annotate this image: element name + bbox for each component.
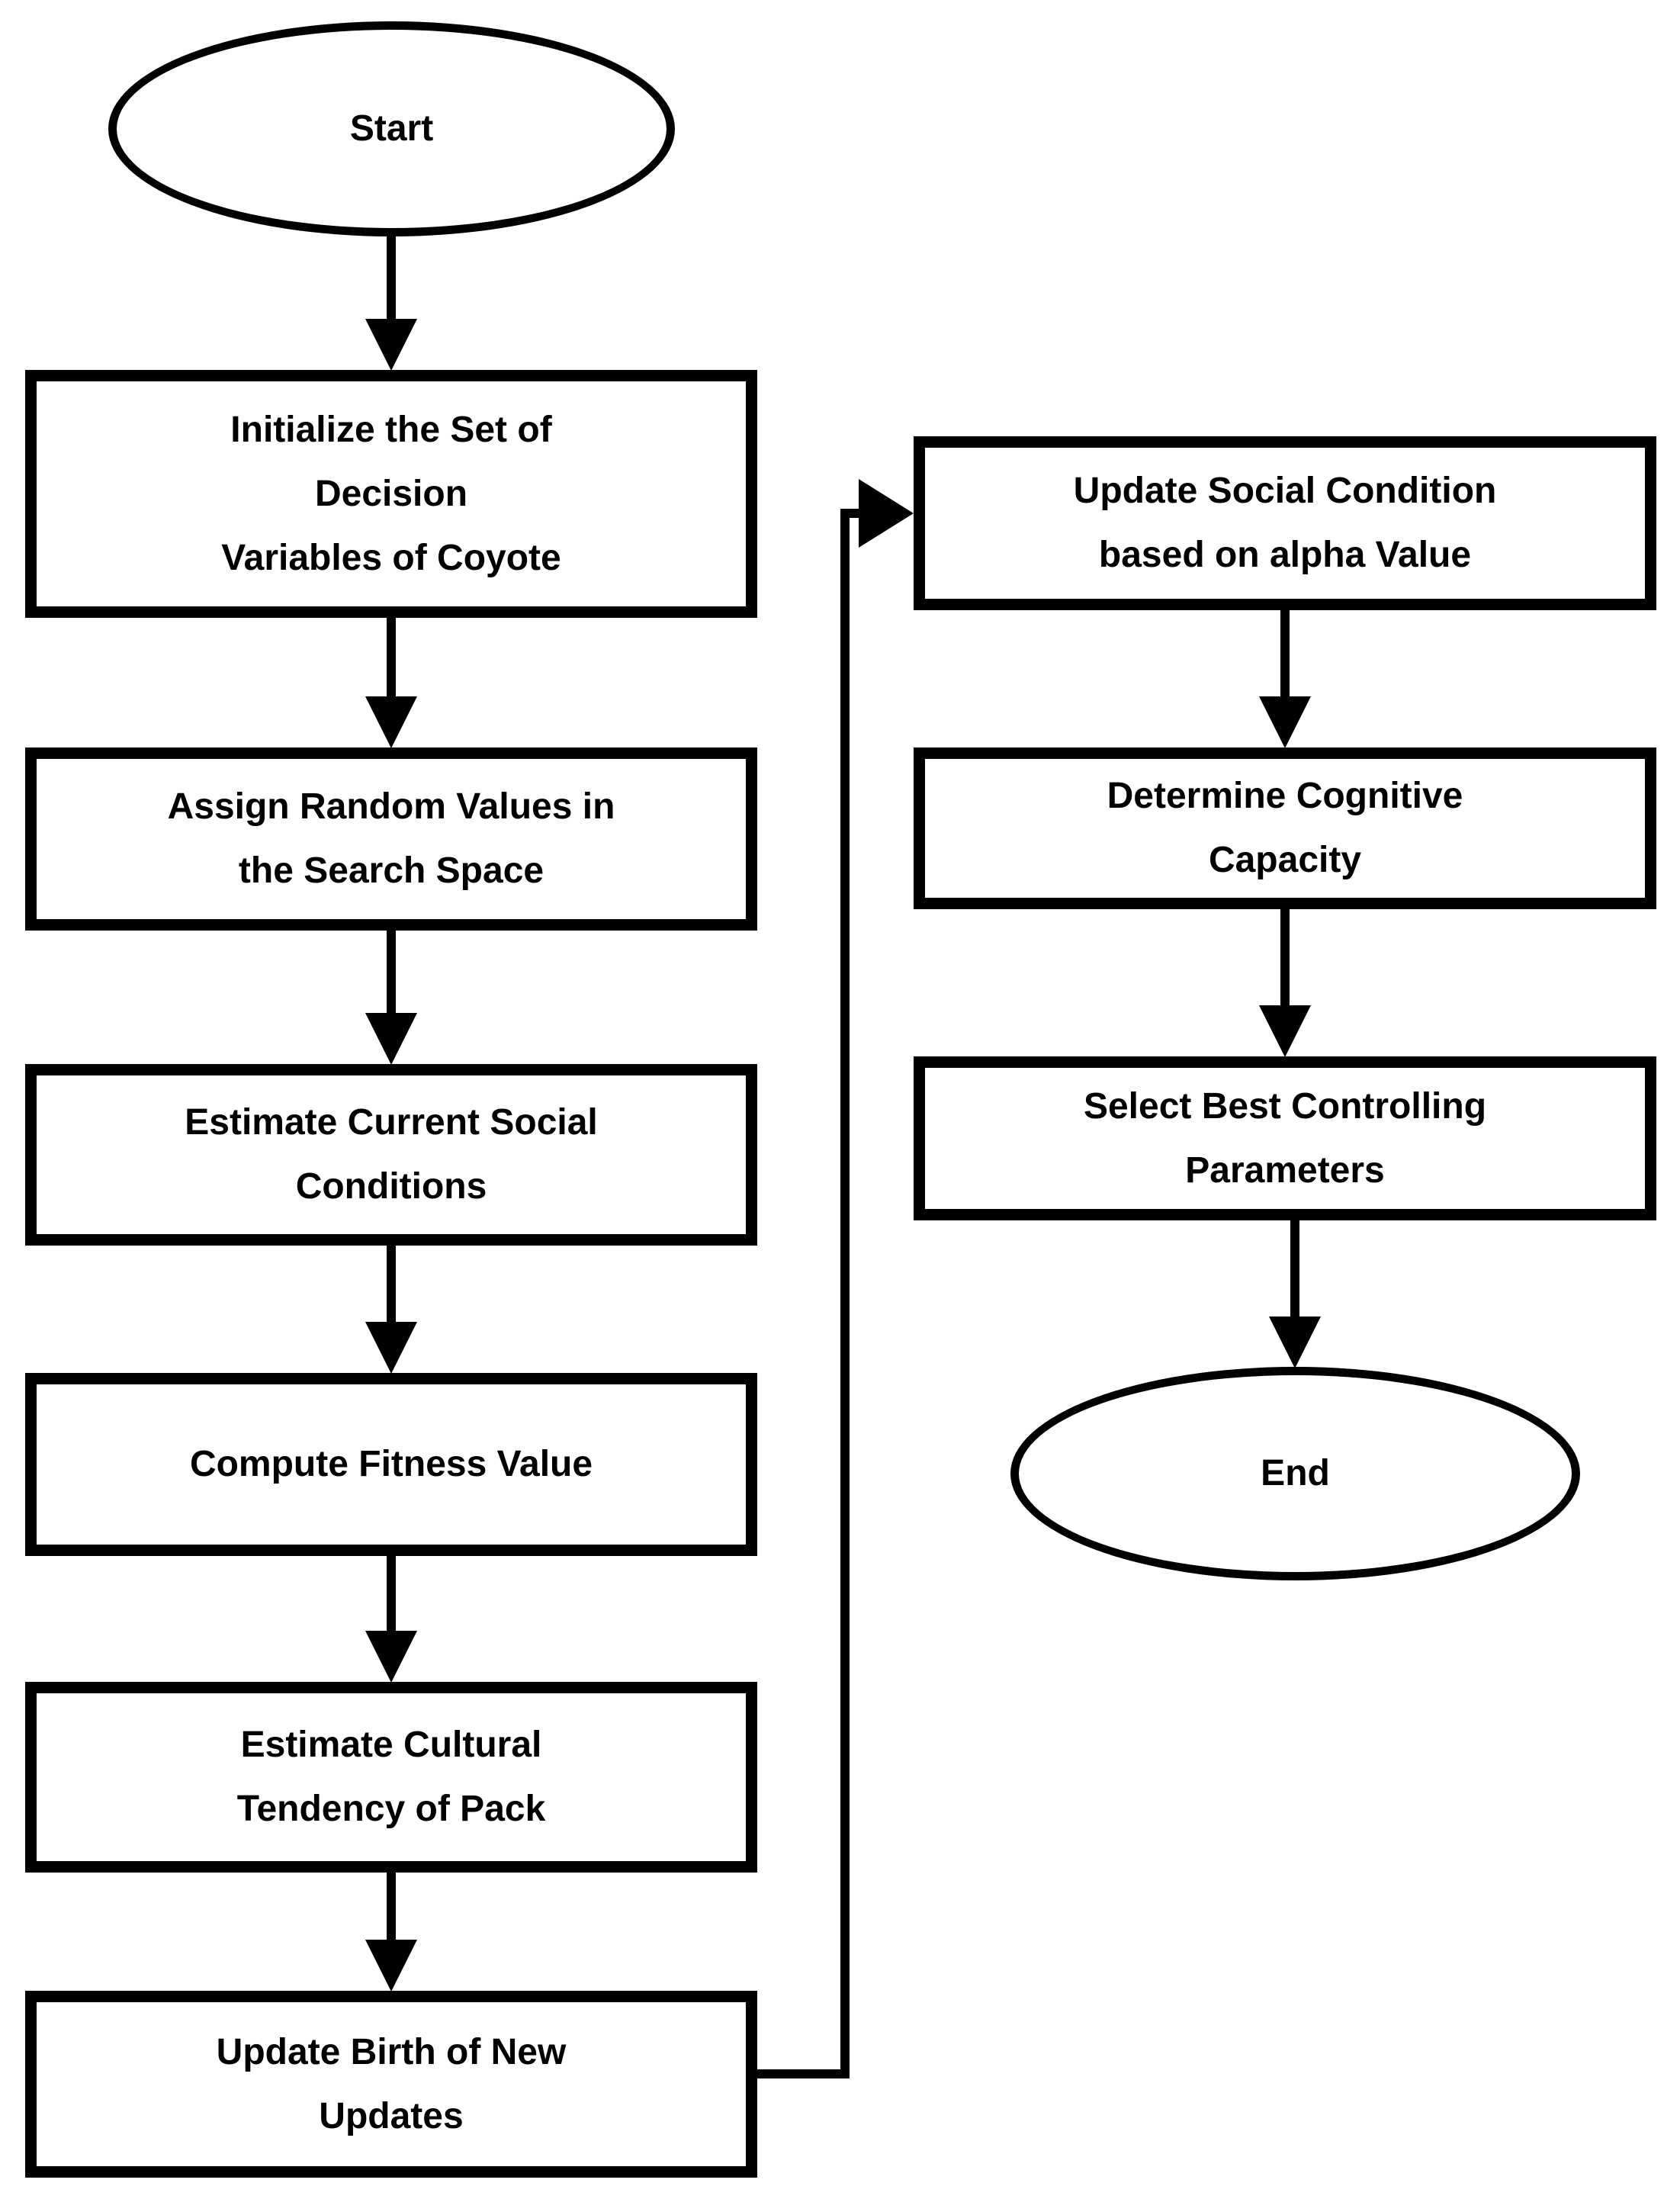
step-update-birth-of-new-updates: Update Birth of New Updates [25,1991,757,2178]
step-select-best-label: Select Best Controlling Parameters [1083,1085,1487,1191]
arrow-cognitive-to-select-head [1259,1005,1311,1057]
arrow-fitness-to-cultural-head [365,1631,417,1683]
end-terminator: End [1010,1367,1580,1580]
step-initialize-label: Initialize the Set of Decision Variables… [221,409,561,578]
end-label: End [1261,1453,1330,1493]
step-estimate-social-conditions: Estimate Current Social Conditions [25,1064,757,1246]
step-estimate-cultural-label: Estimate Cultural Tendency of Pack [236,1725,546,1829]
step-estimate-social-label: Estimate Current Social Conditions [185,1102,598,1207]
step-initialize-decision-variables: Initialize the Set of Decision Variables… [25,370,757,618]
arrow-fitness-to-cultural-shaft [387,1556,396,1636]
arrow-cognitive-to-select-shaft [1280,909,1290,1008]
arrow-social-to-fitness-shaft [387,1246,396,1326]
arrow-initialize-to-assign-shaft [387,618,396,702]
step-determine-cognitive-label: Determine Cognitive Capacity [1107,776,1463,880]
step-assign-random-label: Assign Random Values in the Search Space [167,786,615,891]
arrow-start-to-initialize-shaft [387,233,396,325]
start-label: Start [349,108,434,149]
step-compute-fitness-label: Compute Fitness Value [189,1444,593,1484]
arrow-assign-to-social-head [365,1013,417,1065]
arrow-cultural-to-birth-head [365,1940,417,1992]
step-determine-cognitive-capacity: Determine Cognitive Capacity [914,747,1656,909]
arrow-start-to-initialize-head [365,319,417,371]
arrow-social-to-cognitive-head [1259,696,1311,748]
connector-birth-to-social-head [859,479,914,548]
arrow-social-to-fitness-head [365,1322,417,1374]
arrow-select-to-end-shaft [1290,1220,1299,1320]
step-update-birth-label: Update Birth of New Updates [216,2031,567,2136]
connector-birth-to-social-bottom-segment [757,2069,850,2078]
step-select-best-parameters: Select Best Controlling Parameters [914,1056,1656,1220]
start-terminator: Start [108,21,675,236]
arrow-assign-to-social-shaft [387,931,396,1018]
step-update-social-label: Update Social Condition based on alpha V… [1073,471,1497,575]
arrow-initialize-to-assign-head [365,696,417,748]
arrow-cultural-to-birth-shaft [387,1873,396,1945]
arrow-select-to-end-head [1269,1317,1321,1368]
step-update-social-condition: Update Social Condition based on alpha V… [914,436,1656,610]
arrow-social-to-cognitive-shaft [1280,610,1290,698]
step-estimate-cultural-tendency: Estimate Cultural Tendency of Pack [25,1682,757,1873]
connector-birth-to-social-vertical-segment [840,509,850,2078]
step-compute-fitness-value: Compute Fitness Value [25,1373,757,1556]
step-assign-random-values: Assign Random Values in the Search Space [25,747,757,931]
